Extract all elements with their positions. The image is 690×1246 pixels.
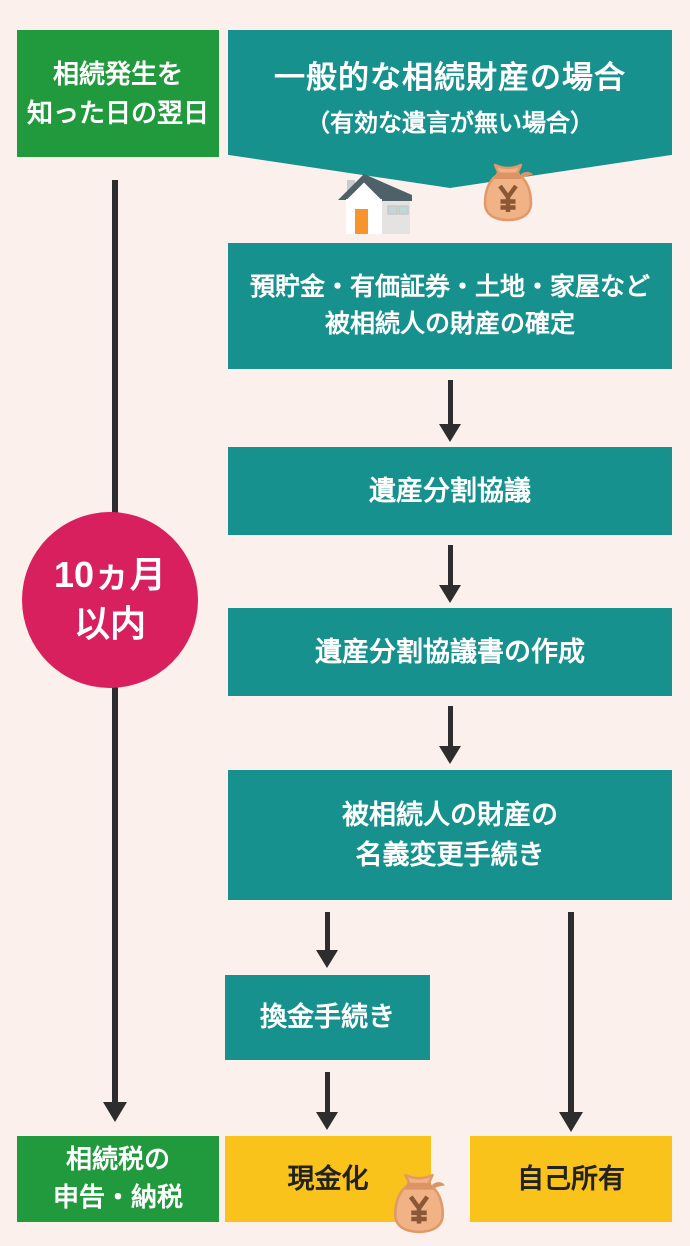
duration-line: 以内 (73, 603, 146, 644)
tax-filing-line: 申告・納税 (52, 1182, 183, 1212)
tax-filing-box: 相続税の 申告・納税 (17, 1136, 219, 1222)
duration-line: 10ヵ月 (53, 554, 167, 596)
step-line: 被相続人の財産の (342, 799, 558, 830)
arrowhead (439, 585, 461, 603)
down-arrow-1 (439, 380, 461, 442)
money-bag-bottom-icon (390, 1171, 448, 1235)
arrowhead (439, 424, 461, 442)
step-line: 預貯金・有価証券・土地・家屋など (249, 272, 650, 301)
down-arrow-right-long (559, 912, 583, 1132)
down-arrow-2 (439, 545, 461, 603)
down-arrow-left (316, 912, 338, 968)
money-bag-icon (480, 161, 536, 223)
outcome-own-box: 自己所有 (470, 1136, 672, 1222)
tax-filing-line: 相続税の (65, 1144, 170, 1175)
outcome-cash-box: 現金化 (225, 1136, 431, 1222)
step-box-liquidation: 換金手続き (225, 975, 430, 1060)
step-line: 名義変更手続き (355, 840, 545, 870)
start-date-box: 相続発生を 知った日の翌日 (17, 30, 219, 157)
down-arrow-4 (316, 1072, 338, 1130)
step-line: 遺産分割協議 (369, 475, 531, 506)
step-box-name-change: 被相続人の財産の 名義変更手続き (228, 770, 672, 900)
arrowhead (316, 950, 338, 968)
arrowhead (316, 1112, 338, 1130)
step-box-assets: 預貯金・有価証券・土地・家屋など 被相続人の財産の確定 (228, 243, 672, 369)
outcome-label: 自己所有 (517, 1163, 625, 1194)
step-box-agreement-document: 遺産分割協議書の作成 (228, 608, 672, 696)
duration-circle: 10ヵ月 以内 (22, 512, 198, 688)
down-arrow-3 (439, 706, 461, 764)
step-line: 被相続人の財産の確定 (324, 310, 575, 338)
arrowhead (439, 746, 461, 764)
house-icon (336, 168, 416, 238)
flow-header-subtitle: （有効な遺言が無い場合） (306, 110, 594, 137)
start-date-line: 知った日の翌日 (26, 97, 209, 128)
timeline-arrowhead (103, 1102, 127, 1122)
arrowhead (559, 1112, 583, 1132)
flow-header-banner: 一般的な相続財産の場合 （有効な遺言が無い場合） (228, 30, 672, 188)
step-box-division-talks: 遺産分割協議 (228, 447, 672, 535)
outcome-label: 現金化 (287, 1163, 369, 1194)
step-line: 遺産分割協議書の作成 (315, 636, 585, 667)
flow-header-title: 一般的な相続財産の場合 (274, 60, 626, 95)
step-line: 換金手続き (260, 1002, 395, 1033)
start-date-line: 相続発生を (52, 58, 183, 89)
